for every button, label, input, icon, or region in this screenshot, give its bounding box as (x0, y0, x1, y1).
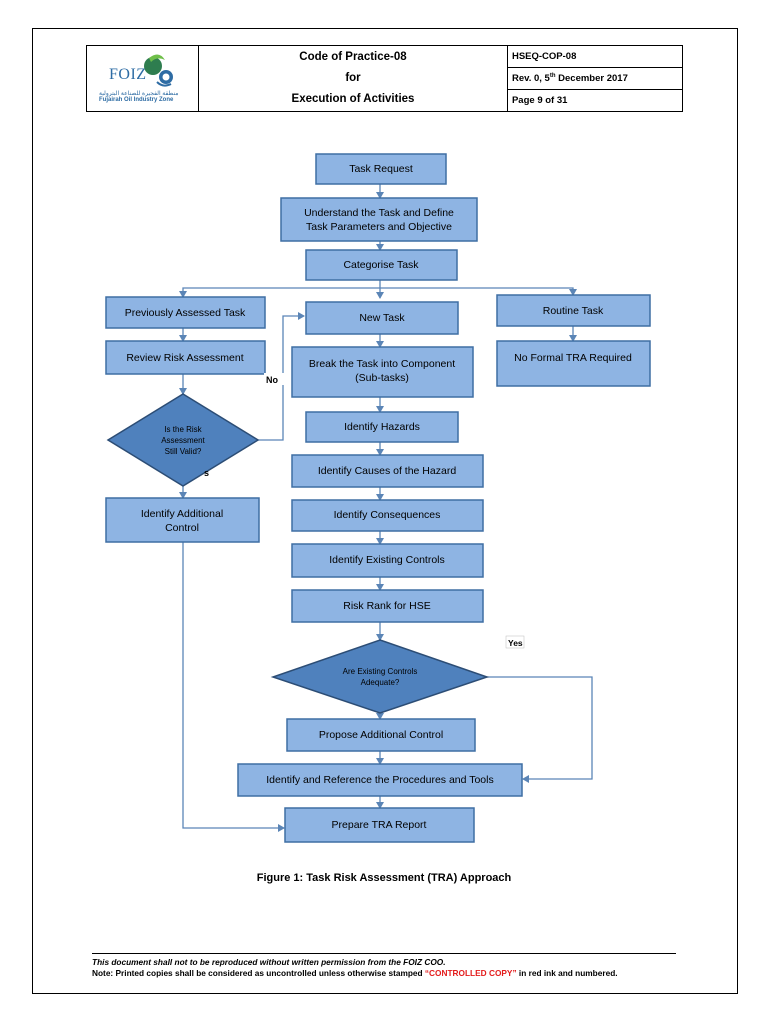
svg-text:Categorise Task: Categorise Task (343, 259, 419, 271)
identify-consequences-box: Identify Consequences (291, 499, 484, 532)
svg-text:(Sub-tasks): (Sub-tasks) (355, 372, 409, 384)
controls-adequate-decision: Are Existing Controls Adequate? (270, 639, 490, 714)
svg-text:Assessment: Assessment (161, 436, 205, 445)
identify-additional-control-box: Identify Additional Control (105, 497, 260, 543)
svg-text:Still Valid?: Still Valid? (165, 447, 202, 456)
foiz-logo: FOIZ منطقة الفجيرة للصناعة البترولية Fuj… (87, 48, 198, 109)
title-line-3: Execution of Activities (291, 93, 415, 105)
document-header-table: FOIZ منطقة الفجيرة للصناعة البترولية Fuj… (86, 45, 684, 112)
yes-label: Yes (505, 635, 525, 649)
categorise-task-box: Categorise Task (305, 249, 458, 281)
svg-text:Understand the Task and Define: Understand the Task and Define (304, 207, 454, 219)
logo-cell: FOIZ منطقة الفجيرة للصناعة البترولية Fuj… (86, 45, 199, 112)
title-line-1: Code of Practice-08 (299, 51, 407, 63)
footer-divider (92, 953, 676, 954)
yes-label-partial: s (204, 468, 209, 478)
svg-text:Identify and Reference the Pro: Identify and Reference the Procedures an… (266, 774, 493, 786)
svg-text:Yes: Yes (508, 638, 523, 648)
document-title-cell: Code of Practice-08 for Execution of Act… (198, 45, 508, 112)
svg-text:Break the Task into Component: Break the Task into Component (309, 358, 455, 370)
svg-text:No: No (266, 375, 278, 385)
page-border (32, 28, 738, 994)
foiz-logo-icon (144, 54, 173, 87)
svg-text:Is the Risk: Is the Risk (164, 425, 202, 434)
svg-text:Are Existing Controls: Are Existing Controls (343, 667, 418, 676)
risk-rank-box: Risk Rank for HSE (291, 589, 484, 623)
svg-text:Control: Control (165, 522, 199, 534)
routine-task-box: Routine Task (496, 294, 651, 327)
logo-arabic-name: منطقة الفجيرة للصناعة البترولية (99, 91, 179, 97)
svg-text:Previously Assessed Task: Previously Assessed Task (125, 307, 246, 319)
svg-text:Identify Additional: Identify Additional (141, 508, 223, 520)
svg-text:Task Request: Task Request (349, 163, 413, 175)
svg-text:Task Parameters and Objective: Task Parameters and Objective (306, 221, 452, 233)
prepare-tra-report-box: Prepare TRA Report (284, 807, 475, 843)
risk-assessment-valid-decision: Is the Risk Assessment Still Valid? (106, 393, 260, 487)
svg-text:No Formal TRA Required: No Formal TRA Required (514, 352, 632, 364)
footer-controlled-copy-note: Note: Printed copies shall be considered… (92, 968, 618, 978)
logo-english-name: Fujairah Oil Industry Zone (99, 97, 174, 103)
identify-causes-box: Identify Causes of the Hazard (291, 454, 484, 488)
svg-text:Prepare TRA Report: Prepare TRA Report (332, 819, 427, 831)
controlled-copy-stamp-text: “CONTROLLED COPY” (424, 968, 517, 978)
svg-text:Identify Existing Controls: Identify Existing Controls (329, 554, 445, 566)
svg-text:Review Risk Assessment: Review Risk Assessment (126, 352, 243, 364)
svg-text:Identify Hazards: Identify Hazards (344, 421, 420, 433)
no-formal-tra-box: No Formal TRA Required (496, 340, 651, 387)
logo-wordmark: FOIZ (109, 66, 147, 83)
no-label: No (264, 373, 284, 385)
identify-existing-controls-box: Identify Existing Controls (291, 543, 484, 578)
footer-reproduction-notice: This document shall not to be reproduced… (92, 957, 446, 967)
svg-text:Routine Task: Routine Task (543, 305, 604, 317)
task-request-box: Task Request (315, 153, 447, 185)
svg-text:Adequate?: Adequate? (361, 678, 400, 687)
page-number: Page 9 of 31 (506, 89, 684, 112)
new-task-box: New Task (305, 301, 459, 335)
understand-task-box: Understand the Task and Define Task Para… (280, 197, 478, 242)
review-risk-assessment-box: Review Risk Assessment (105, 340, 266, 375)
svg-text:Propose Additional Control: Propose Additional Control (319, 729, 443, 741)
break-task-box: Break the Task into Component (Sub-tasks… (291, 346, 474, 398)
propose-additional-control-box: Propose Additional Control (286, 718, 476, 752)
svg-text:Identify Consequences: Identify Consequences (334, 509, 441, 521)
figure-caption: Figure 1: Task Risk Assessment (TRA) App… (256, 872, 512, 884)
identify-hazards-box: Identify Hazards (305, 411, 459, 443)
title-line-2: for (345, 72, 361, 84)
previously-assessed-task-box: Previously Assessed Task (105, 296, 266, 329)
svg-text:Identify Causes of the Hazard: Identify Causes of the Hazard (318, 465, 456, 477)
identify-reference-procedures-box: Identify and Reference the Procedures an… (237, 763, 523, 797)
svg-text:New Task: New Task (359, 312, 405, 324)
svg-text:Risk Rank for HSE: Risk Rank for HSE (343, 600, 431, 612)
